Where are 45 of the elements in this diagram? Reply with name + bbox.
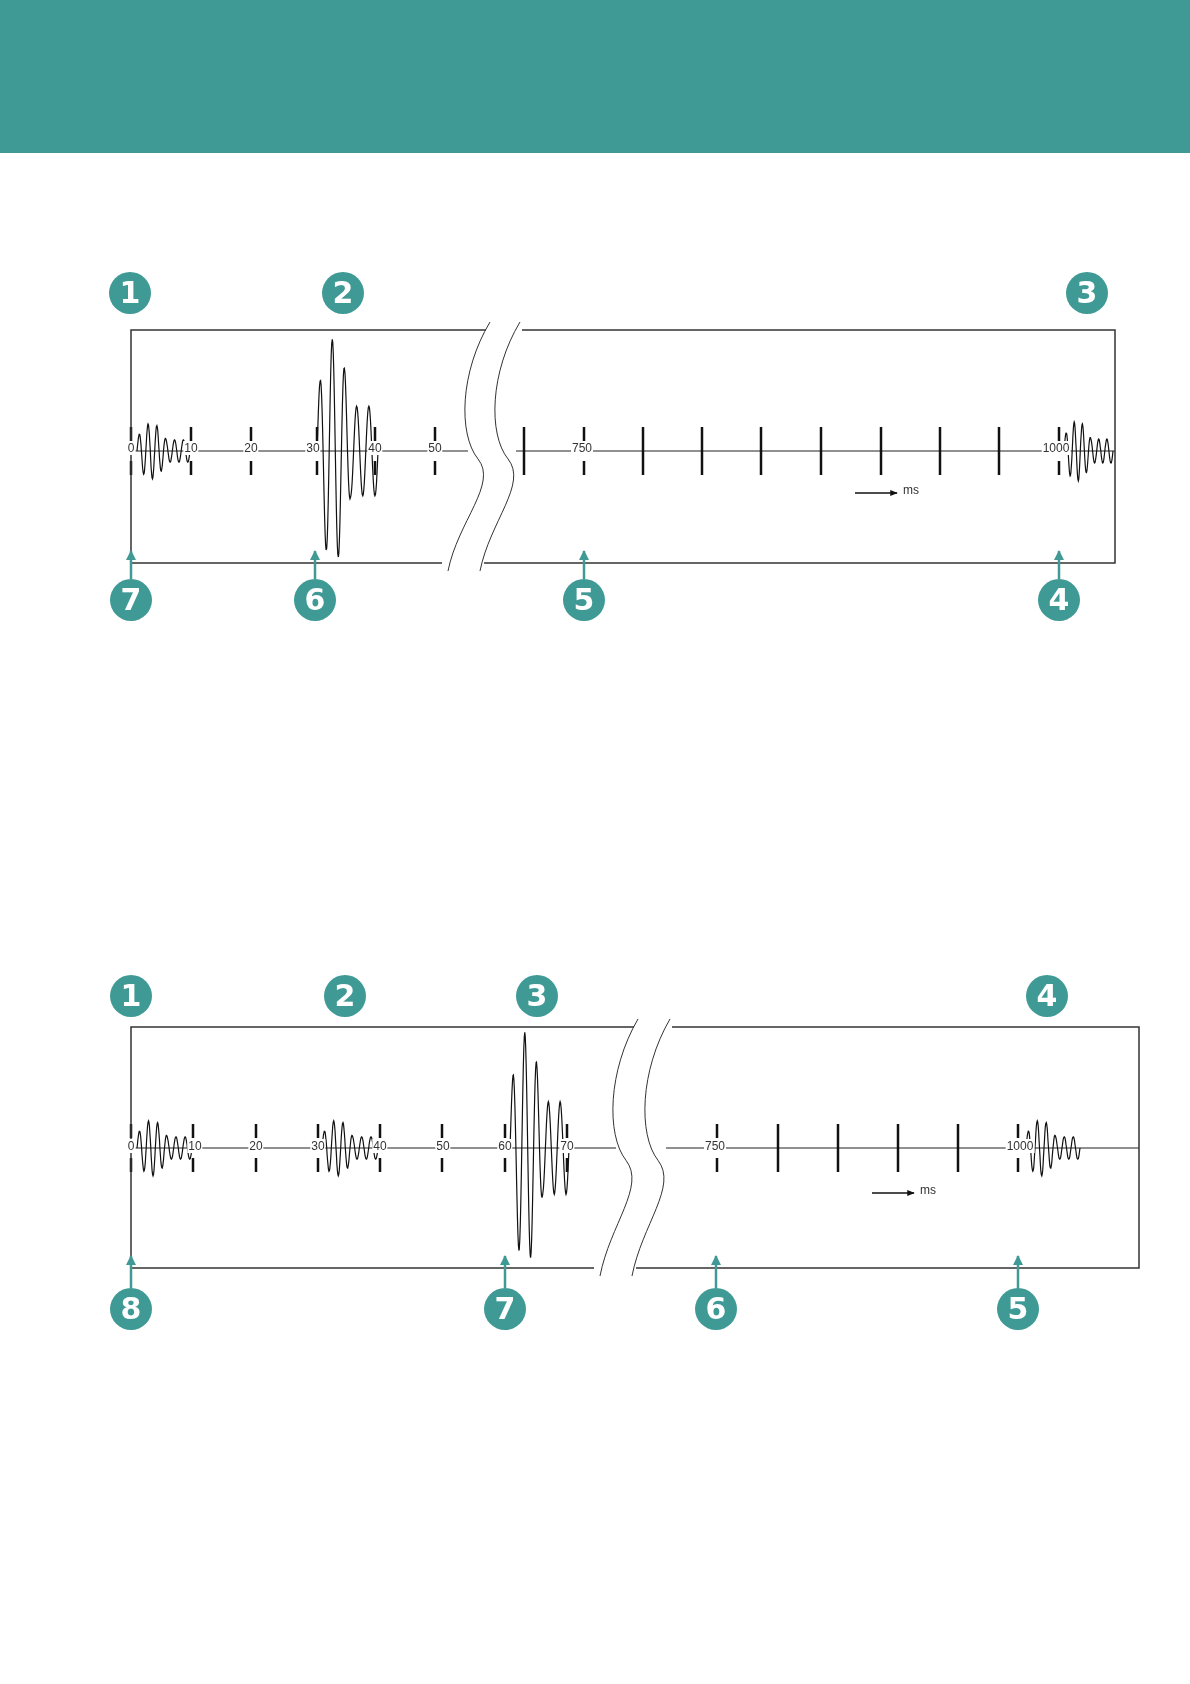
- callout-number: 3: [1066, 272, 1108, 314]
- unit-label: ms: [903, 483, 919, 497]
- tick-label: 70: [559, 1139, 575, 1153]
- callout-number: 7: [484, 1288, 526, 1330]
- leader-line: [1013, 1255, 1023, 1288]
- tick-label: 750: [704, 1139, 726, 1153]
- chart-frame: [130, 1026, 1140, 1269]
- leader-line: [1054, 550, 1064, 579]
- tick-label: 0: [126, 441, 136, 455]
- tick-label: 20: [243, 441, 259, 455]
- tick-label: 40: [367, 441, 383, 455]
- chart-frame: [130, 329, 1116, 564]
- callout-number: 8: [110, 1288, 152, 1330]
- callout-number: 5: [563, 579, 605, 621]
- tick-label: 40: [372, 1139, 388, 1153]
- leader-line: [310, 550, 320, 579]
- tick-label: 30: [305, 441, 321, 455]
- tick-label: 10: [183, 441, 199, 455]
- callout-number: 2: [324, 975, 366, 1017]
- leader-line: [126, 1255, 136, 1288]
- tick-label: 10: [187, 1139, 203, 1153]
- leader-line: [579, 550, 589, 579]
- leader-line: [126, 550, 136, 579]
- callout-number: 6: [294, 579, 336, 621]
- tick-label: 60: [497, 1139, 513, 1153]
- tick-label: 0: [126, 1139, 136, 1153]
- tick-label: 1000: [1041, 441, 1071, 455]
- callout-number: 2: [322, 272, 364, 314]
- callout-number: 1: [109, 272, 151, 314]
- tick-label: 20: [248, 1139, 264, 1153]
- callout-number: 4: [1026, 975, 1068, 1017]
- tick-label: 50: [435, 1139, 451, 1153]
- tick-label: 50: [427, 441, 443, 455]
- callout-number: 6: [695, 1288, 737, 1330]
- tick-label: 30: [310, 1139, 326, 1153]
- unit-label: ms: [920, 1183, 936, 1197]
- tick-label: 1000: [1005, 1139, 1035, 1153]
- tick-label: 750: [571, 441, 593, 455]
- callout-number: 1: [110, 975, 152, 1017]
- leader-line: [500, 1255, 510, 1288]
- callout-number: 7: [110, 579, 152, 621]
- callout-number: 5: [997, 1288, 1039, 1330]
- callout-number: 3: [516, 975, 558, 1017]
- leader-line: [711, 1255, 721, 1288]
- callout-number: 4: [1038, 579, 1080, 621]
